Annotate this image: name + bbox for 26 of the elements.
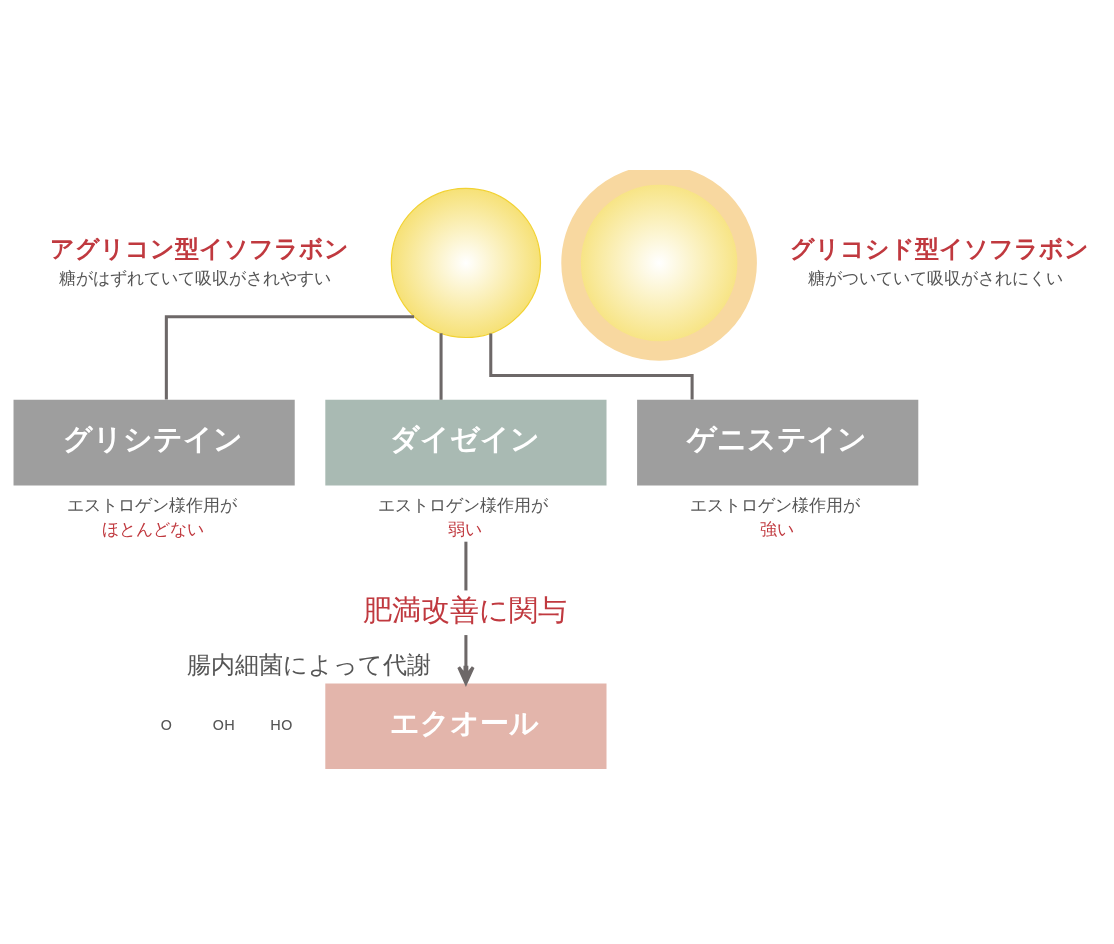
arrow xyxy=(457,635,475,685)
connector xyxy=(489,333,694,400)
node-circle xyxy=(390,187,542,339)
node-label: 糖がはずれていて吸収がされやすい xyxy=(59,267,332,288)
node-box: ダイゼイン xyxy=(325,399,607,486)
node-label: グリコシド型イソフラボン xyxy=(789,233,1089,263)
node-label: 弱い xyxy=(448,518,483,539)
node-box: ゲニステイン xyxy=(637,399,919,486)
connector xyxy=(164,315,415,400)
node-label: ほとんどない xyxy=(101,518,204,539)
label: O xyxy=(160,716,173,734)
node-label: エストロゲン様作用が xyxy=(690,495,861,516)
node-box: エクオール xyxy=(325,683,607,770)
node-box: グリシテイン xyxy=(13,399,295,486)
connector xyxy=(439,333,443,400)
connector xyxy=(464,541,468,591)
node-label: 糖がついていて吸収がされにくい xyxy=(808,267,1064,288)
label: HO xyxy=(270,716,293,734)
node-label: 強い xyxy=(759,518,794,539)
node-label: アグリコン型イソフラボン xyxy=(50,233,350,263)
label: OH xyxy=(212,716,236,734)
node-label: エストロゲン様作用が xyxy=(378,495,549,516)
edge-label: 腸内細菌によって代謝 xyxy=(186,650,431,680)
node-circle xyxy=(561,170,757,361)
node-text: 肥満改善に関与 xyxy=(363,593,568,628)
node-label: エストロゲン様作用が xyxy=(66,495,237,516)
